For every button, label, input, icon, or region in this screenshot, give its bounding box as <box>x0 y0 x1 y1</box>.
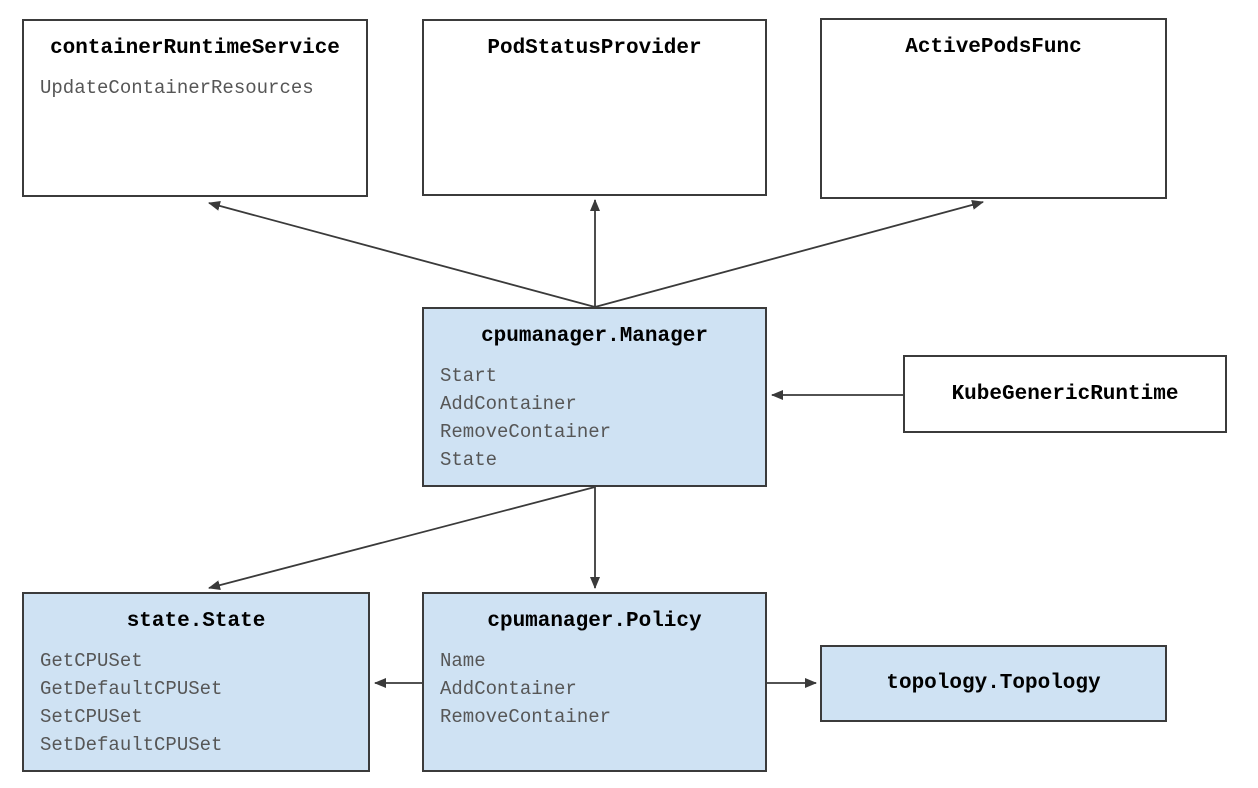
node-title: containerRuntimeService <box>50 37 340 60</box>
node-title: state.State <box>126 610 266 633</box>
node-cpumanager-manager: cpumanager.Manager Start AddContainer Re… <box>422 307 767 487</box>
method-label: RemoveContainer <box>440 421 612 443</box>
method-label: AddContainer <box>440 678 577 700</box>
edge-manager-to-container-runtime-service <box>208 201 596 308</box>
method-label: UpdateContainerResources <box>40 77 314 99</box>
method-label: RemoveContainer <box>440 706 612 728</box>
node-title: cpumanager.Policy <box>487 610 702 633</box>
node-topology-topology: topology.Topology <box>820 645 1167 722</box>
node-title: KubeGenericRuntime <box>951 382 1179 406</box>
node-method-list: Start AddContainer RemoveContainer State <box>424 348 765 474</box>
method-label: State <box>440 449 498 471</box>
node-cpumanager-policy: cpumanager.Policy Name AddContainer Remo… <box>422 592 767 772</box>
edge-manager-to-active-pods-func <box>594 200 984 308</box>
node-container-runtime-service: containerRuntimeService UpdateContainerR… <box>22 19 368 197</box>
node-pod-status-provider: PodStatusProvider <box>422 19 767 196</box>
node-title: cpumanager.Manager <box>481 325 708 348</box>
node-active-pods-func: ActivePodsFunc <box>820 18 1167 199</box>
node-title: ActivePodsFunc <box>905 36 1082 59</box>
method-label: AddContainer <box>440 393 577 415</box>
method-label: Start <box>440 365 498 387</box>
edge-manager-to-state-state <box>208 486 596 591</box>
node-method-list: Name AddContainer RemoveContainer <box>424 633 765 731</box>
method-label: GetDefaultCPUSet <box>40 678 223 700</box>
node-state-state: state.State GetCPUSet GetDefaultCPUSet S… <box>22 592 370 772</box>
method-label: GetCPUSet <box>40 650 143 672</box>
method-label: SetCPUSet <box>40 706 143 728</box>
node-kube-generic-runtime: KubeGenericRuntime <box>903 355 1227 433</box>
node-title: topology.Topology <box>886 672 1101 695</box>
node-method-list: UpdateContainerResources <box>24 60 366 102</box>
method-label: SetDefaultCPUSet <box>40 734 223 756</box>
node-method-list: GetCPUSet GetDefaultCPUSet SetCPUSet Set… <box>24 633 368 759</box>
node-title: PodStatusProvider <box>487 37 702 60</box>
method-label: Name <box>440 650 486 672</box>
